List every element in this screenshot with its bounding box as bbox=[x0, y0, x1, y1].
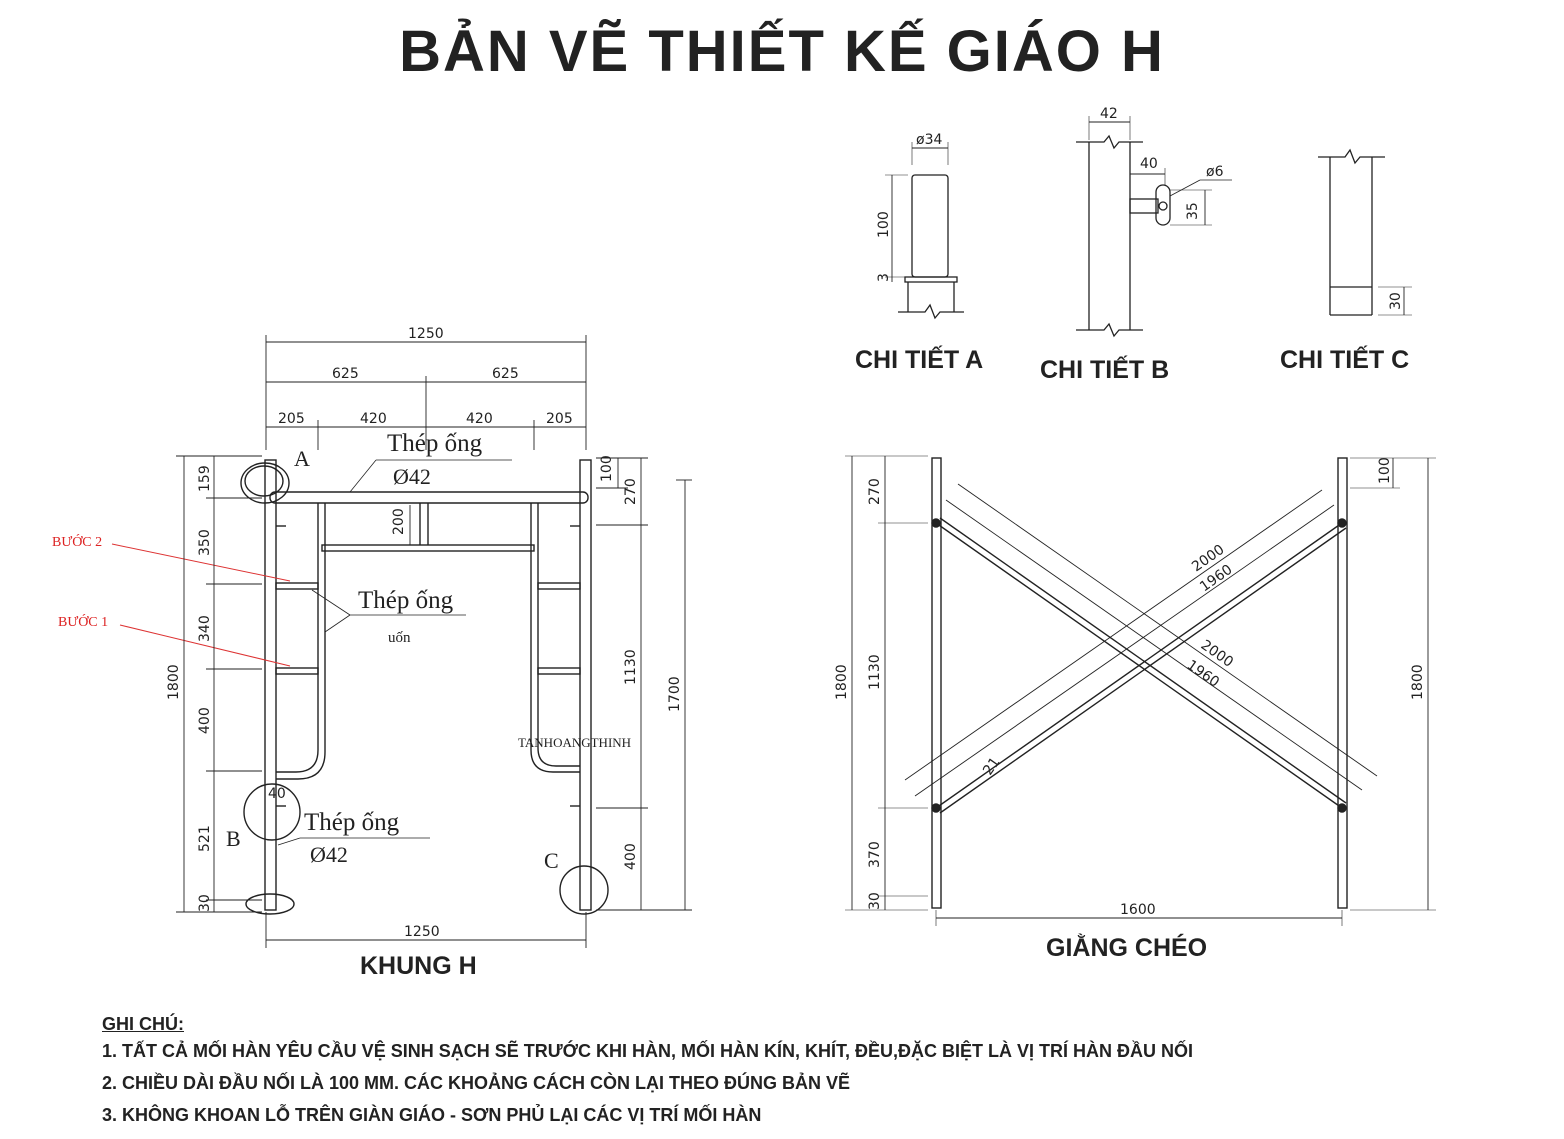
frame-dim-half-left: 625 bbox=[332, 366, 359, 382]
annotation-pipe-2-bent: uốn bbox=[388, 630, 411, 646]
cross-brace-drawing bbox=[845, 455, 1436, 926]
frame-dim-r1130: 1130 bbox=[623, 649, 639, 685]
detail-a-label: CHI TIẾT A bbox=[855, 345, 983, 374]
frame-dim-40: 40 bbox=[268, 786, 286, 802]
brace-dim-r1800: 1800 bbox=[1410, 664, 1426, 700]
frame-dim-159: 159 bbox=[197, 465, 213, 492]
detail-b bbox=[1076, 116, 1232, 338]
frame-dim-r400: 400 bbox=[623, 843, 639, 870]
brace-dim-1130: 1130 bbox=[867, 654, 883, 690]
annotation-pipe-1: Thép ống bbox=[387, 430, 483, 457]
step-2-label: BƯỚC 2 bbox=[52, 533, 102, 550]
marker-b: B bbox=[226, 826, 241, 851]
marker-a: A bbox=[294, 446, 310, 471]
frame-dim-r270: 270 bbox=[623, 478, 639, 505]
page-title: BẢN VẼ THIẾT KẾ GIÁO H bbox=[399, 19, 1165, 84]
detail-a-dim-diameter: ø34 bbox=[916, 132, 942, 148]
frame-h-top-dims bbox=[176, 335, 692, 948]
detail-b-dim-width: 42 bbox=[1100, 106, 1118, 122]
brace-dim-r100: 100 bbox=[1377, 457, 1393, 484]
watermark: TANHOANGTHINH bbox=[518, 735, 631, 750]
frame-dim-200: 200 bbox=[391, 508, 407, 535]
frame-dim-height: 1800 bbox=[166, 664, 182, 700]
frame-dim-30: 30 bbox=[197, 894, 213, 912]
frame-dim-340: 340 bbox=[197, 615, 213, 642]
frame-h-drawing bbox=[111, 459, 609, 915]
annotation-pipe-3-size: Ø42 bbox=[310, 842, 348, 867]
frame-dim-521: 521 bbox=[197, 825, 213, 852]
detail-c-dim-height: 30 bbox=[1388, 292, 1404, 310]
frame-dim-half-right: 625 bbox=[492, 366, 519, 382]
frame-dim-bottom: 1250 bbox=[404, 924, 440, 940]
step-1-label: BƯỚC 1 bbox=[58, 613, 108, 630]
frame-dim-400: 400 bbox=[197, 707, 213, 734]
frame-dim-seg-1: 205 bbox=[278, 411, 305, 427]
detail-a-dim-plate: 3 bbox=[876, 273, 892, 282]
note-line-2: 2. CHIỀU DÀI ĐẦU NỐI LÀ 100 MM. CÁC KHOẢ… bbox=[102, 1073, 851, 1093]
frame-dim-seg-3: 420 bbox=[466, 411, 493, 427]
brace-dim-370: 370 bbox=[867, 841, 883, 868]
detail-c-label: CHI TIẾT C bbox=[1280, 345, 1409, 374]
detail-b-dim-height: 35 bbox=[1185, 202, 1201, 220]
annotation-pipe-3: Thép ống bbox=[304, 809, 400, 836]
notes-title: GHI CHÚ: bbox=[102, 1014, 184, 1034]
detail-a bbox=[885, 142, 964, 320]
notes-section: GHI CHÚ: 1. TẤT CẢ MỐI HÀN YÊU CẦU VỆ SI… bbox=[102, 1014, 1402, 1137]
brace-dim-height: 1800 bbox=[834, 664, 850, 700]
annotation-pipe-1-size: Ø42 bbox=[393, 464, 431, 489]
detail-b-dim-offset: 40 bbox=[1140, 156, 1158, 172]
frame-dim-r1700: 1700 bbox=[667, 676, 683, 712]
marker-c: C bbox=[544, 848, 559, 873]
brace-dim-30: 30 bbox=[867, 892, 883, 910]
frame-dim-seg-4: 205 bbox=[546, 411, 573, 427]
frame-dim-total: 1250 bbox=[408, 326, 444, 342]
detail-a-dim-length: 100 bbox=[876, 211, 892, 238]
frame-h-label: KHUNG H bbox=[360, 952, 477, 980]
frame-dim-350: 350 bbox=[197, 529, 213, 556]
frame-dim-r100: 100 bbox=[599, 455, 615, 482]
cross-brace-label: GIẰNG CHÉO bbox=[1046, 933, 1207, 962]
note-line-1: 1. TẤT CẢ MỐI HÀN YÊU CẦU VỆ SINH SẠCH S… bbox=[102, 1041, 1193, 1061]
brace-dim-270: 270 bbox=[867, 478, 883, 505]
detail-b-label: CHI TIẾT B bbox=[1040, 355, 1169, 384]
detail-c bbox=[1318, 148, 1412, 316]
frame-dim-seg-2: 420 bbox=[360, 411, 387, 427]
brace-dim-width: 1600 bbox=[1120, 902, 1156, 918]
note-line-3: 3. KHÔNG KHOAN LỖ TRÊN GIÀN GIÁO - SƠN P… bbox=[102, 1105, 762, 1125]
annotation-pipe-2: Thép ống bbox=[358, 587, 454, 614]
detail-b-dim-pin: ø6 bbox=[1206, 164, 1224, 180]
